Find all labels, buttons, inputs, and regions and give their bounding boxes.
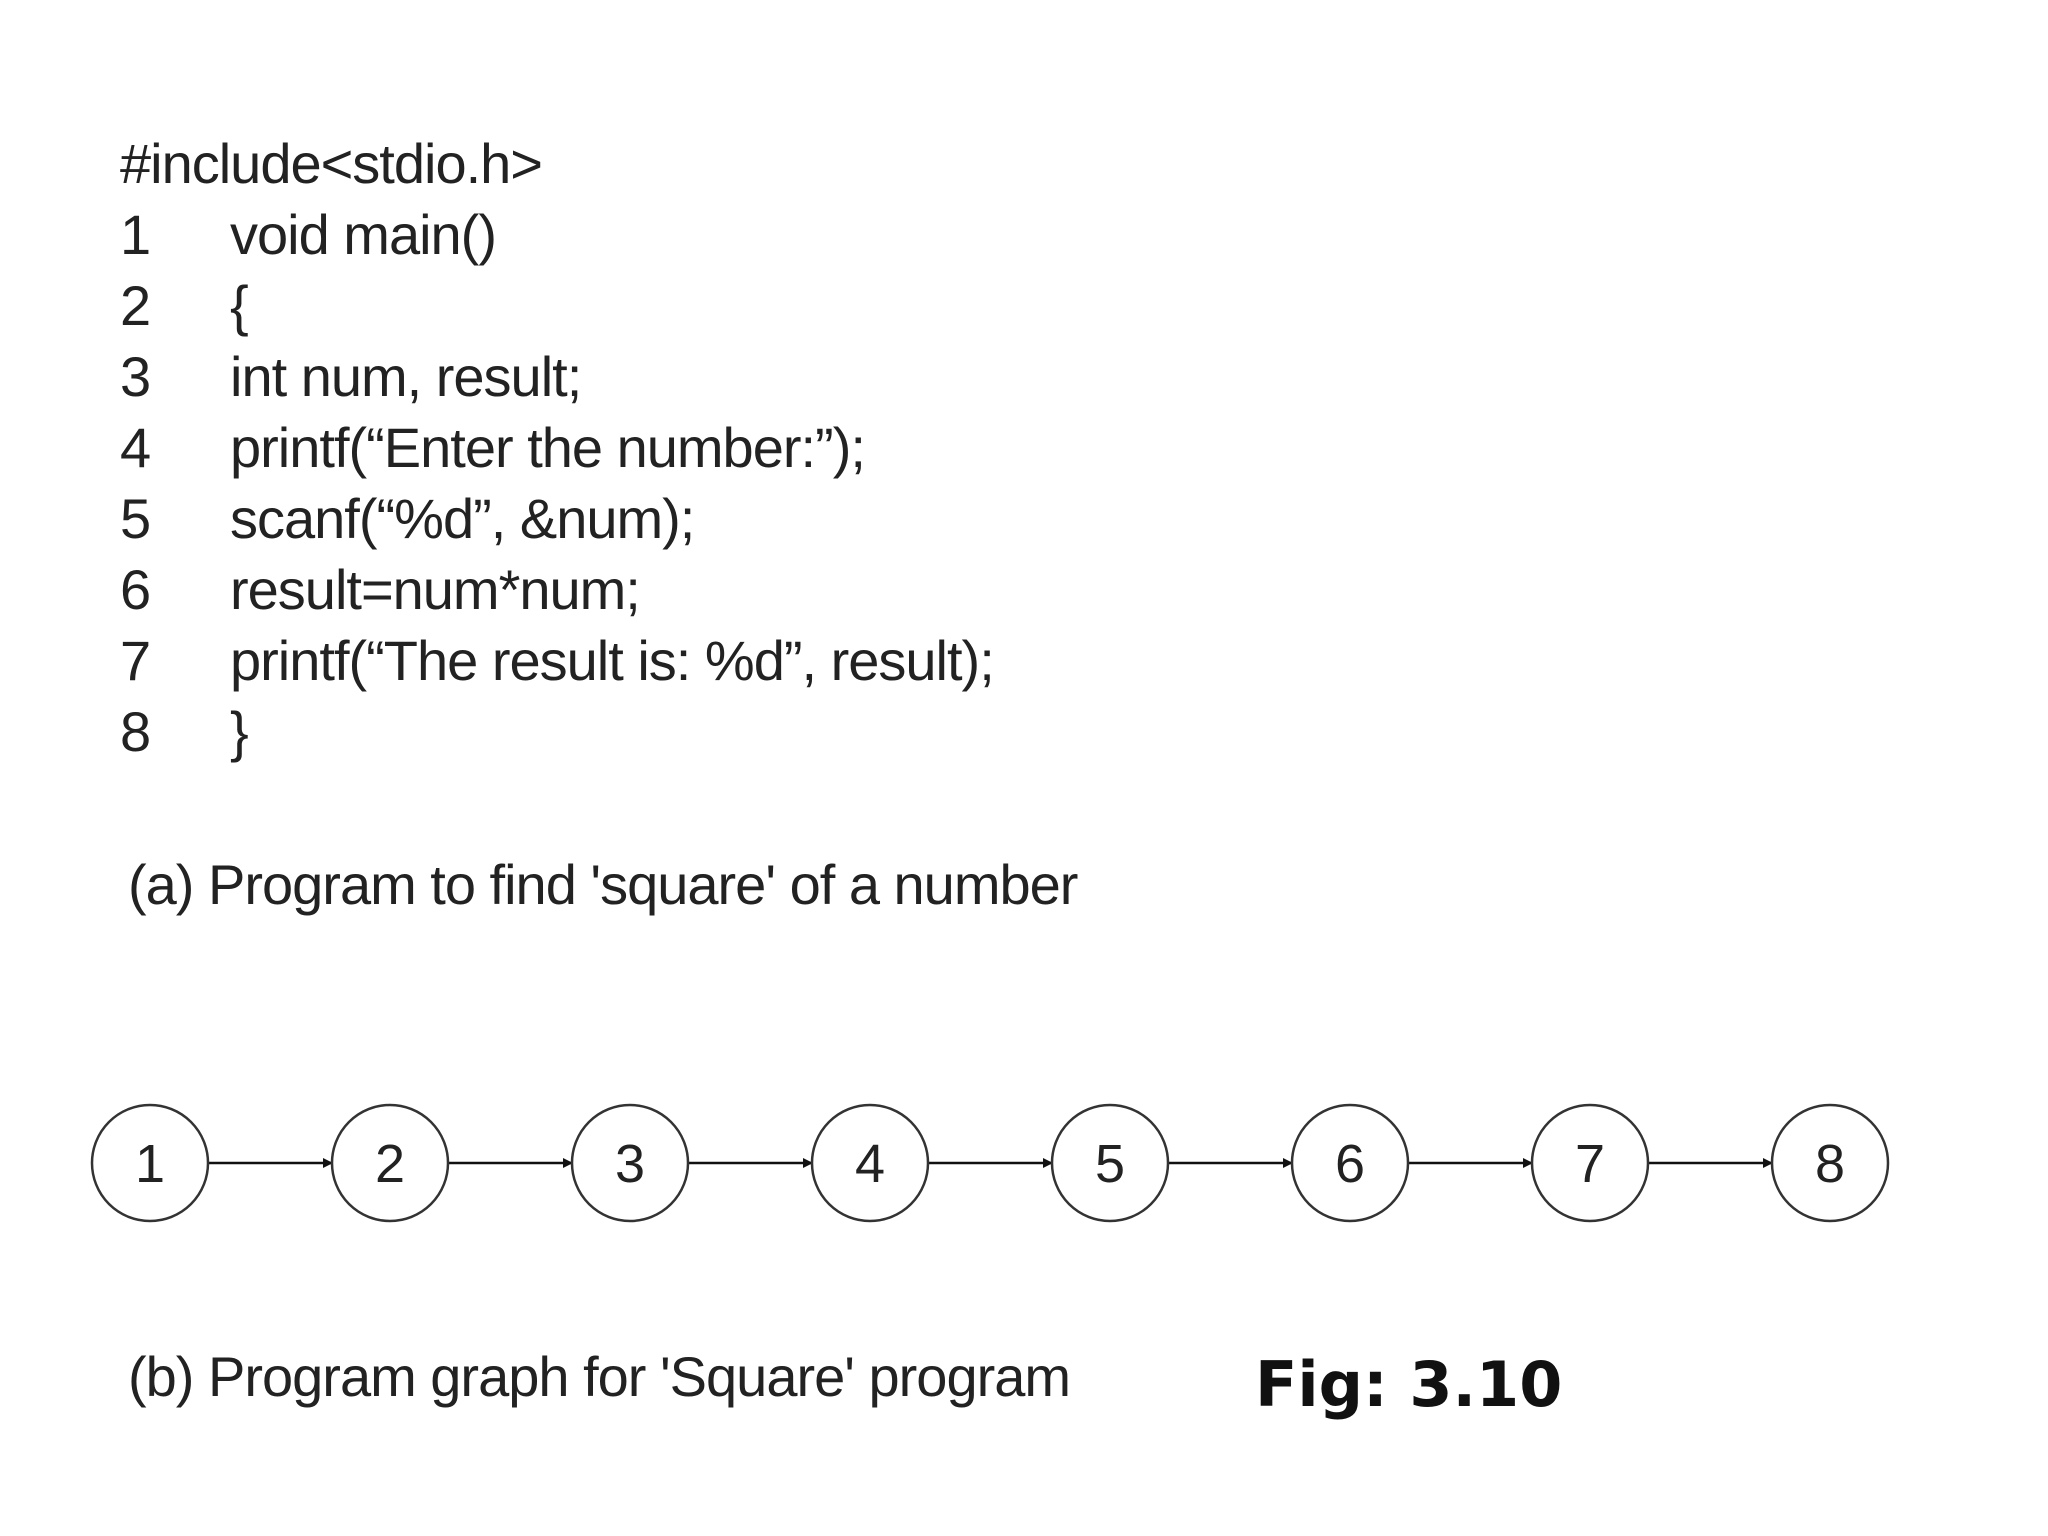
line-number: 1 [120,203,151,266]
code-line: 1 void main() [120,199,542,270]
node-label: 1 [135,1134,165,1194]
line-code: scanf(“%d”, &num); [230,487,695,550]
code-line: 7 printf(“The result is: %d”, result); [120,625,995,696]
include-directive: #include<stdio.h> [120,132,543,195]
code-line: 3 int num, result; [120,341,582,412]
graph-nodes: 1 2 3 4 5 6 7 8 [90,1103,1890,1223]
code-line: 5 scanf(“%d”, &num); [120,483,695,554]
graph-node: 8 [1770,1103,1890,1223]
figure-label: Fig: 3.10 [1255,1348,1563,1421]
code-line: 2 { [120,270,542,341]
line-code: result=num*num; [230,558,641,621]
line-number: 4 [120,416,151,479]
graph-node: 2 [330,1103,450,1223]
graph-node: 4 [810,1103,930,1223]
line-number: 5 [120,487,151,550]
node-label: 6 [1335,1134,1365,1194]
graph-node: 3 [570,1103,690,1223]
line-code: void main() [230,203,497,266]
code-line: 6 result=num*num; [120,554,641,625]
line-code: printf(“The result is: %d”, result); [230,629,995,692]
graph-node: 7 [1530,1103,1650,1223]
node-label: 4 [855,1134,885,1194]
node-circle [1290,1103,1410,1223]
line-number: 6 [120,558,151,621]
line-code: int num, result; [230,345,582,408]
graph-node: 1 [90,1103,210,1223]
line-code: { [230,274,249,337]
code-line: 8 } [120,696,542,767]
node-label: 8 [1815,1134,1845,1194]
node-label: 2 [375,1134,405,1194]
node-label: 3 [615,1134,645,1194]
node-circle [570,1103,690,1223]
line-number: 3 [120,345,151,408]
node-circle [330,1103,450,1223]
node-circle [810,1103,930,1223]
caption-graph: (b) Program graph for 'Square' program [128,1345,1071,1408]
graph-node: 5 [1050,1103,1170,1223]
node-circle [1530,1103,1650,1223]
line-code: } [230,700,249,763]
node-circle [90,1103,210,1223]
node-circle [1770,1103,1890,1223]
graph-node: 6 [1290,1103,1410,1223]
caption-program: (a) Program to find 'square' of a number [128,853,1078,916]
line-number: 2 [120,274,151,337]
node-label: 5 [1095,1134,1125,1194]
line-number: 7 [120,629,151,692]
line-number: 8 [120,700,151,763]
node-label: 7 [1575,1134,1605,1194]
code-line: 4 printf(“Enter the number:”); [120,412,866,483]
program-graph: 1 2 3 4 5 6 7 8 [90,1103,1890,1223]
node-circle [1050,1103,1170,1223]
code-listing: #include<stdio.h> 1 void main() 2 { 3 in… [120,128,995,767]
line-code: printf(“Enter the number:”); [230,416,866,479]
